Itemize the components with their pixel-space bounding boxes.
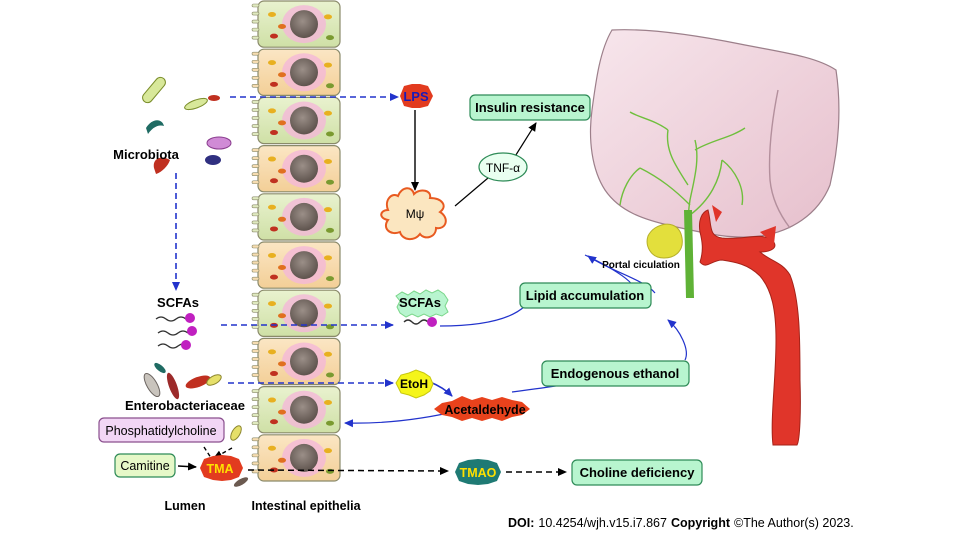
macrophage-node: Mψ [380,187,447,240]
doi-label: DOI: [508,516,534,530]
choline-deficiency-box: Choline deficiency [571,459,703,486]
portal-circulation-label: Portal ciculation [602,260,680,271]
copyright-value: ©The Author(s) 2023. [734,516,854,530]
scfas-right-label: SCFAs [399,295,441,310]
scfas-left-label: SCFAs [157,295,199,310]
macrophage-label: Mψ [406,207,425,221]
lps-label: LPS [403,89,429,104]
epithelial-cell [251,145,341,193]
doi-value: 10.4254/wjh.v15.i7.867 [538,516,667,530]
tnf-label: TNF-α [486,161,520,175]
camitine-box: Camitine [114,453,176,478]
epithelial-cell [251,241,341,289]
lipid-accumulation-label: Lipid accumulation [526,288,645,303]
epithelial-cell [251,96,341,145]
acetaldehyde-label: Acetaldehyde [444,403,525,417]
camitine-label: Camitine [120,459,169,473]
microbiota-illustration [142,76,249,487]
etoh-node: EtoH [395,369,434,399]
insulin-resistance-box: Insulin resistance [469,94,591,121]
copyright-label: Copyright [671,516,731,530]
scfa-molecules-right [403,317,437,327]
epithelial-cell [251,337,341,386]
microbiota-label: Microbiota [113,147,179,162]
epithelial-cell [251,386,341,434]
lipid-accumulation-box: Lipid accumulation [519,282,652,309]
liver-illustration [589,29,840,446]
tma-node: TMA [200,455,243,481]
epithelial-cell [251,289,341,338]
lps-node: LPS [400,84,433,108]
epithelial-cell [251,434,341,482]
endogenous-ethanol-label: Endogenous ethanol [551,366,680,381]
lumen-label: Lumen [165,499,206,513]
phosphatidylcholine-label: Phosphatidylcholine [105,424,216,438]
intestinal-epithelia-label: Intestinal epithelia [251,499,361,513]
acetaldehyde-node: Acetaldehyde [434,396,530,421]
scfa-molecules-left [155,313,197,350]
tma-label: TMA [206,462,233,476]
tmao-label: TMAO [460,466,497,480]
etoh-label: EtoH [400,377,428,391]
enterobacteriaceae-label: Enterobacteriaceae [125,398,245,413]
tnf-node: TNF-α [478,152,528,182]
scfas-right-node: SCFAs [395,289,449,318]
intestinal-epithelium [251,0,341,482]
epithelial-cell [251,0,341,48]
phosphatidylcholine-box: Phosphatidylcholine [98,417,225,443]
epithelial-cell [251,48,341,97]
choline-deficiency-label: Choline deficiency [580,465,696,480]
insulin-resistance-label: Insulin resistance [475,100,585,115]
endogenous-ethanol-box: Endogenous ethanol [541,360,690,387]
epithelial-cell [251,193,341,241]
tmao-node: TMAO [455,459,501,485]
doi-citation: DOI: 10.4254/wjh.v15.i7.867 Copyright©The … [508,516,854,530]
